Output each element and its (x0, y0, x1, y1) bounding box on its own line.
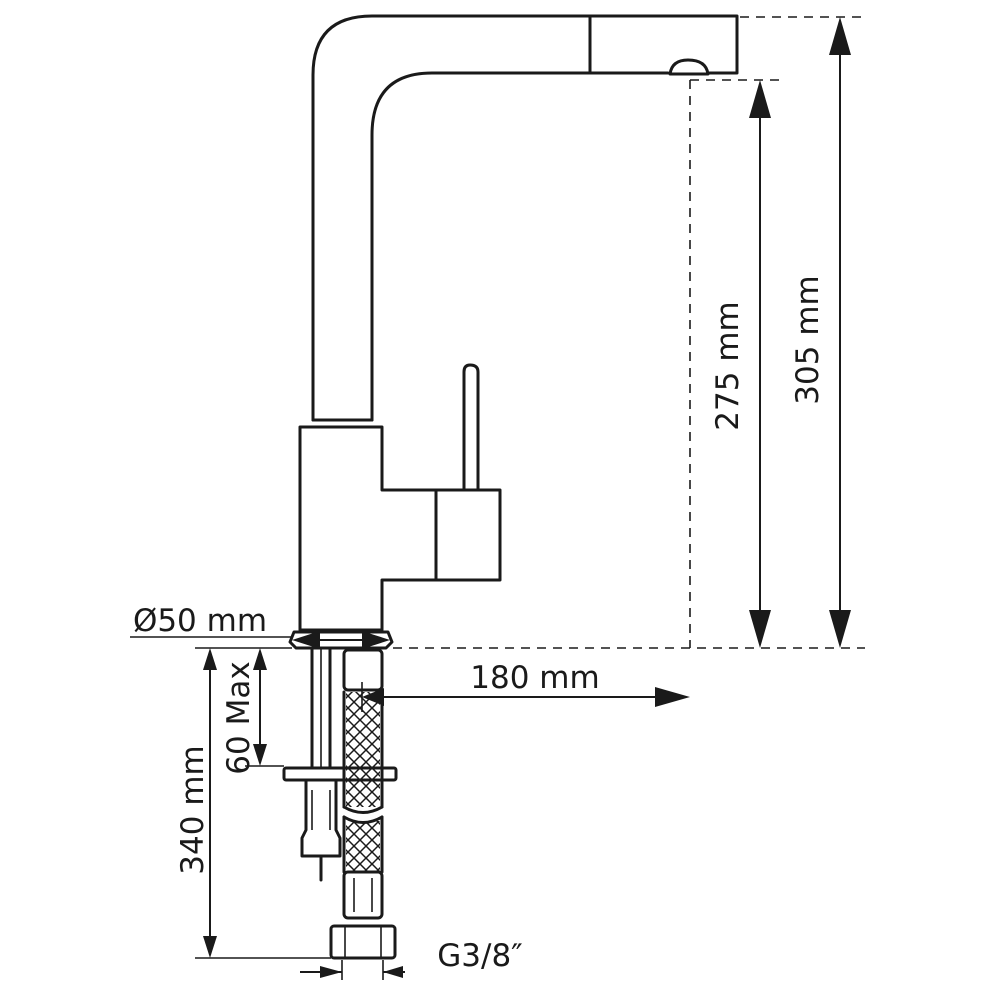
faucet-base-ring (288, 630, 394, 650)
dimension-diameter (292, 631, 390, 649)
height-spout-label: 275 mm (710, 301, 746, 430)
faucet-body (298, 425, 502, 632)
dimension-340 (203, 648, 217, 958)
base-diameter-label: Ø50 mm (133, 603, 267, 639)
deck-thickness-label: 60 Max (221, 661, 257, 774)
connection-label: G3/8″ (437, 938, 523, 974)
braided-hose (342, 648, 384, 920)
faucet-spout (311, 14, 739, 422)
dimension-305 (829, 17, 851, 648)
hose-connector-nut (329, 924, 397, 960)
height-total-label: 305 mm (790, 275, 826, 404)
dimension-connection (300, 966, 405, 978)
mounting-washer (282, 766, 398, 782)
mixer-lever (462, 363, 480, 492)
dimension-275 (749, 80, 771, 648)
mounting-rod (310, 647, 332, 770)
hose-length-label: 340 mm (175, 745, 211, 874)
dimension-60-max (253, 648, 267, 766)
reach-label: 180 mm (470, 660, 599, 696)
mounting-nut (300, 778, 342, 882)
reference-lines (130, 16, 865, 980)
dimension-180 (361, 682, 690, 712)
